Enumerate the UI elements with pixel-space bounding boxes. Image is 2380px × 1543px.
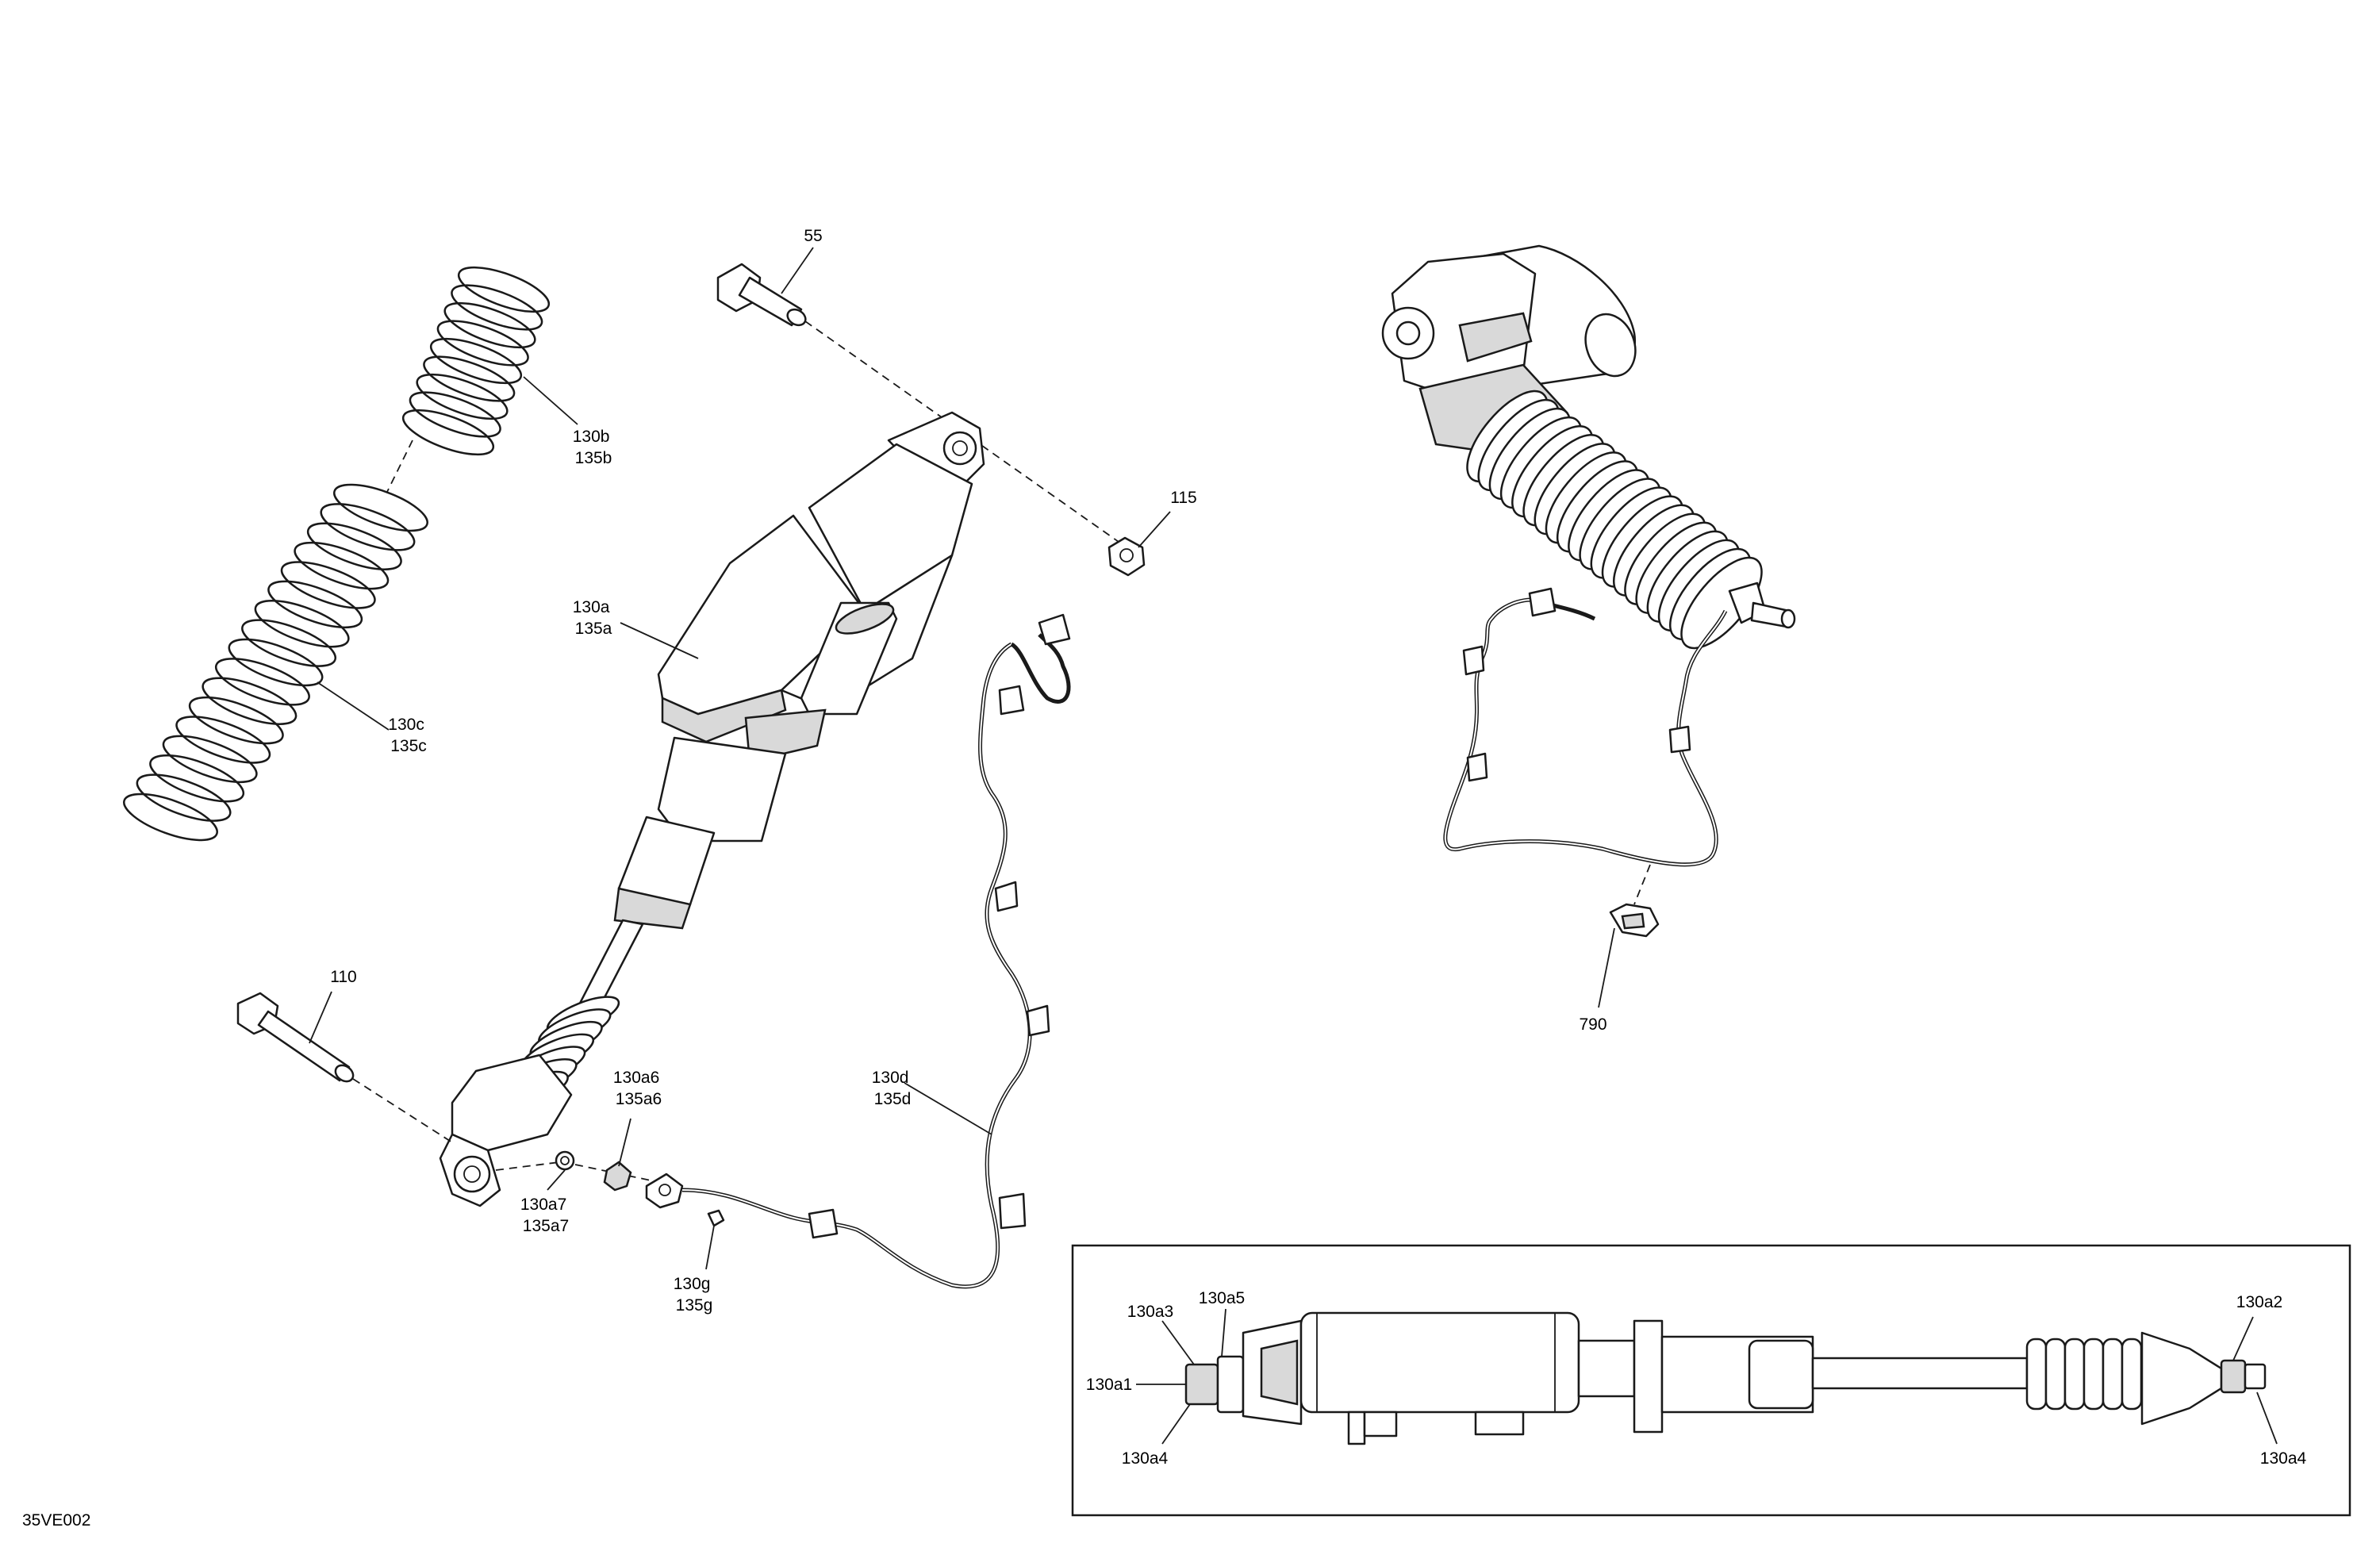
spring-coil — [443, 301, 536, 349]
inset-bellow-ring — [2063, 1338, 2086, 1411]
spring-coil — [429, 337, 523, 385]
callout-130a6: 130a6 135a6 — [613, 1069, 664, 1108]
bolt-55 — [716, 263, 807, 327]
inset-bellow-ring — [2082, 1338, 2105, 1411]
spring-coil — [228, 638, 324, 687]
assembled-shock-view — [1381, 244, 1796, 867]
screw-130g — [707, 1209, 725, 1227]
callout-labels: 55 115 130b 135b 130a 135a 130c 135c 110… — [330, 227, 2306, 1468]
spring-axis-dashline — [386, 439, 413, 493]
detail-inset-frame — [1071, 1244, 2351, 1517]
spring-coil — [306, 522, 402, 570]
lower-spring — [123, 483, 428, 842]
spring-coil — [457, 266, 551, 313]
callout-130c: 130c 135c — [388, 716, 428, 755]
spring-coil — [451, 284, 543, 331]
spring-coil — [416, 373, 509, 420]
leader-lines — [309, 247, 2278, 1445]
inset-bellow-ring — [2102, 1338, 2124, 1411]
callout-790: 790 — [1579, 1015, 1606, 1034]
clip-790 — [1609, 903, 1660, 938]
diagram-code: 35VE002 — [22, 1511, 90, 1530]
spring-coil — [436, 320, 529, 367]
spring-coil — [175, 716, 271, 764]
spring-coil — [241, 619, 337, 667]
spring-coil — [123, 793, 218, 842]
spring-coil — [294, 541, 390, 590]
spring-coil — [401, 409, 495, 456]
lower-eye-dashline — [495, 1161, 560, 1171]
sensor-130a6 — [603, 1161, 632, 1192]
spring-coil — [280, 561, 376, 609]
callout-55: 55 — [804, 227, 822, 245]
callout-110: 110 — [330, 968, 356, 986]
callout-130a5: 130a5 — [1199, 1289, 1245, 1307]
spring-coil — [320, 503, 416, 551]
inset-bellow-ring — [2044, 1338, 2067, 1411]
inset-bellow-ring — [2025, 1338, 2048, 1411]
inset-shock-side-view — [1184, 1311, 2267, 1445]
callout-130g: 130g 135g — [674, 1275, 716, 1315]
bolt-110 — [236, 992, 355, 1083]
spring-coil — [423, 355, 516, 402]
clip-790-dashline — [1633, 864, 1651, 905]
callout-130a4-right: 130a4 — [2260, 1449, 2307, 1468]
sensor-connector — [645, 1173, 684, 1209]
wire-harness-130d — [681, 613, 1071, 1289]
spring-coil — [409, 391, 501, 438]
spring-coil — [202, 677, 298, 725]
main-shock-absorber — [439, 411, 985, 1207]
spring-coil — [136, 773, 232, 822]
callout-130b: 130b 135b — [573, 428, 615, 467]
inset-bellow-ring — [2121, 1338, 2143, 1411]
spring-coil — [149, 754, 245, 803]
spring-coil — [333, 483, 428, 532]
upper-spring — [401, 266, 551, 456]
callout-130a: 130a 135a — [573, 598, 615, 638]
callout-130a3: 130a3 — [1127, 1303, 1173, 1321]
callout-130d: 130d 135d — [872, 1069, 914, 1108]
bolt-110-dashline — [352, 1078, 453, 1143]
callout-130a1: 130a1 — [1086, 1376, 1132, 1394]
callout-130a2: 130a2 — [2236, 1293, 2282, 1311]
spring-coil — [162, 735, 258, 784]
callout-130a7: 130a7 135a7 — [520, 1196, 571, 1235]
callout-115: 115 — [1170, 489, 1196, 507]
callout-130a4-left: 130a4 — [1122, 1449, 1169, 1468]
spacer-130a7 — [555, 1150, 575, 1171]
spring-coil — [214, 658, 310, 706]
spring-coil — [267, 580, 363, 629]
nut-115 — [1107, 536, 1146, 577]
spring-coil — [254, 600, 350, 648]
spring-coil — [188, 696, 284, 745]
